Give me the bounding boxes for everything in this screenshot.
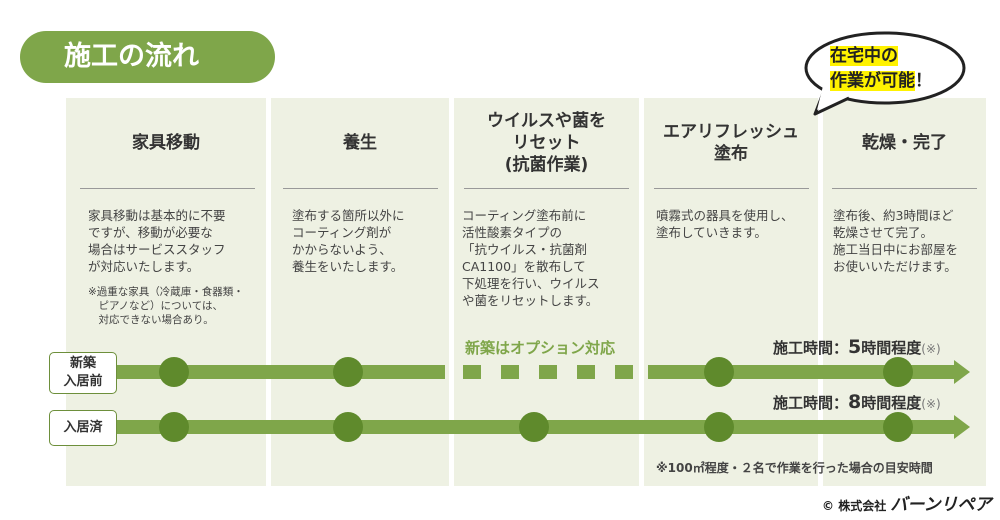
optional-step-dash <box>577 365 595 379</box>
divider <box>832 188 977 189</box>
copyright: © 株式会社 バーンリペア <box>822 495 992 515</box>
step-dot <box>333 412 363 442</box>
page-title: 施工の流れ <box>20 31 275 83</box>
optional-step-dash <box>615 365 633 379</box>
step-dot <box>704 412 734 442</box>
optional-step-dash <box>539 365 557 379</box>
footnote: ※100㎡程度・２名で作業を行った場合の目安時間 <box>656 461 933 475</box>
divider <box>654 188 809 189</box>
row-label-occupied: 入居済 <box>49 410 117 446</box>
duration-occupied: 施工時間：8時間程度(※) <box>773 391 941 413</box>
step-body-drying: 塗布後、約3時間ほど乾燥させて完了。 施工当日中にお部屋をお使いいただけます。 <box>833 208 959 274</box>
step-head-furniture: 家具移動 <box>132 133 200 153</box>
optional-step-dash <box>463 365 481 379</box>
step-dot <box>519 412 549 442</box>
step-head-coating: エアリフレッシュ塗布 <box>663 122 799 164</box>
step-body-furniture: 家具移動は基本的に不要ですが、移動が必要な 場合はサービススタッフが対応いたしま… <box>88 207 264 327</box>
duration-new-build: 施工時間：5時間程度(※) <box>773 336 941 358</box>
divider <box>283 188 438 189</box>
timeline-arrow-icon <box>954 360 970 384</box>
step-dot <box>159 412 189 442</box>
brand-logo: バーンリペア <box>890 495 992 515</box>
step-body-coating: 噴霧式の器具を使用し、塗布していきます。 <box>656 208 794 240</box>
step-dot <box>159 357 189 387</box>
furniture-note: ※過重な家具（冷蔵庫・食器類・ ピアノなど）については、 対応できない場合あり。 <box>88 286 244 326</box>
step-dot <box>704 357 734 387</box>
divider <box>80 188 255 189</box>
divider <box>464 188 629 189</box>
step-dot <box>883 357 913 387</box>
step-body-protection: 塗布する箇所以外にコーティング剤が かからないよう、養生をいたします。 <box>292 208 405 274</box>
step-dot <box>883 412 913 442</box>
step-head-protection: 養生 <box>343 133 377 153</box>
step-head-drying: 乾燥・完了 <box>862 133 947 153</box>
step-head-antiviral: ウイルスや菌をリセット(抗菌作業) <box>487 111 606 175</box>
optional-step-dash <box>501 365 519 379</box>
step-dot <box>333 357 363 387</box>
option-note: 新築はオプション対応 <box>464 339 615 357</box>
row-label-new-build: 新築入居前 <box>49 352 117 394</box>
bubble-text: 在宅中の 作業が可能！ <box>830 46 932 91</box>
timeline-arrow-icon <box>954 415 970 439</box>
